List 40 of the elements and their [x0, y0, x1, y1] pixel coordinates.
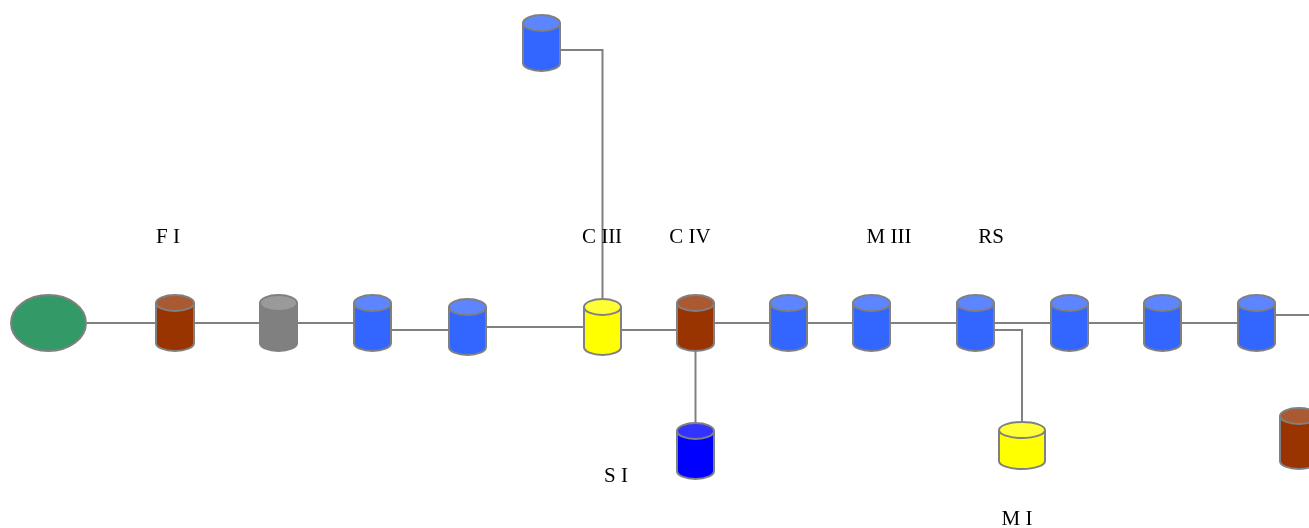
- connector-line: [486, 326, 584, 328]
- cylinder-shape: [1143, 294, 1182, 352]
- cylinder-shape: [448, 298, 487, 356]
- cylinder-shape: [1279, 407, 1309, 470]
- cylinder-shape: [769, 294, 808, 352]
- node-label: M I: [1001, 505, 1033, 528]
- ellipse-shape: [10, 294, 87, 352]
- cylinder-shape: [583, 298, 622, 356]
- cylinder-shape: [676, 422, 715, 480]
- node-label: C III: [581, 223, 623, 249]
- node-label: C IV: [669, 223, 711, 249]
- connector-line: [621, 329, 677, 331]
- cylinder-shape: [676, 294, 715, 352]
- connector-line: [86, 322, 156, 324]
- cylinder-shape: [259, 294, 298, 352]
- node-label: S I: [604, 462, 628, 488]
- connector-line: [1275, 314, 1309, 316]
- connector-line: [714, 322, 770, 324]
- connector-line: [890, 322, 957, 324]
- cylinder-shape: [852, 294, 891, 352]
- node-label: F I: [156, 223, 180, 249]
- connector-line: [560, 49, 604, 299]
- connector-line: [194, 322, 260, 324]
- connector-line: [994, 329, 1023, 422]
- cylinder-shape: [353, 294, 392, 352]
- connector-line: [391, 329, 449, 331]
- connector-line: [1181, 322, 1238, 324]
- connector-line: [694, 351, 697, 423]
- connector-line: [297, 322, 354, 324]
- cylinder-shape: [998, 421, 1046, 470]
- cylinder-shape: [1237, 294, 1276, 352]
- connector-line: [807, 322, 853, 324]
- cylinder-shape: [1050, 294, 1089, 352]
- connector-line: [1088, 322, 1144, 324]
- cylinder-shape: [155, 294, 195, 352]
- cylinder-shape: [522, 14, 561, 72]
- connector-line: [994, 322, 1051, 324]
- node-label: RS: [978, 223, 1004, 249]
- cylinder-shape: [956, 294, 995, 352]
- node-label: M III: [866, 223, 912, 249]
